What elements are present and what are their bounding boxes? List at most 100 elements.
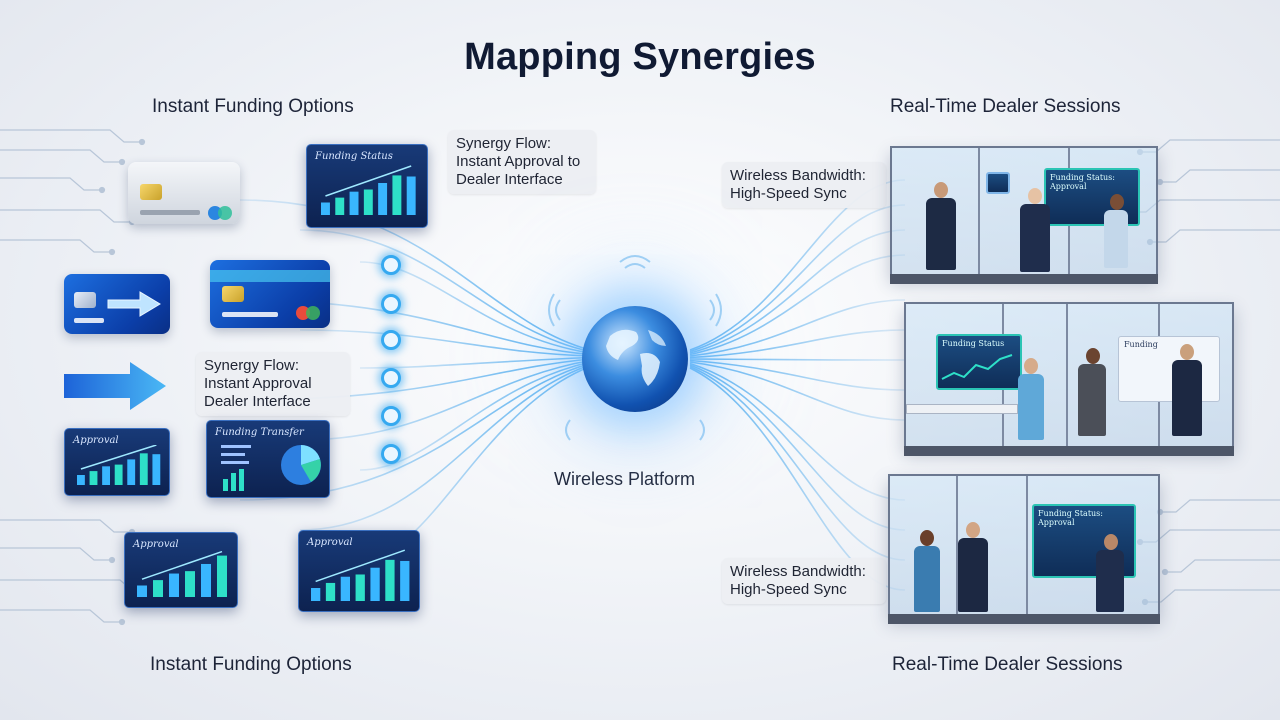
chart-bar — [363, 189, 373, 215]
circuit-trace — [0, 177, 100, 191]
card-chip-icon — [74, 292, 96, 308]
synergy-flow-callout-top: Synergy Flow: Instant Approval to Dealer… — [448, 130, 596, 194]
room-screen: Funding Status — [936, 334, 1022, 390]
callout-line: Synergy Flow: — [456, 135, 552, 152]
flow-line — [299, 364, 591, 531]
left-bottom-label: Instant Funding Options — [150, 654, 352, 675]
blue-transfer-card — [64, 274, 170, 334]
circuit-trace — [1142, 529, 1280, 543]
circuit-trace — [0, 239, 110, 253]
card-number — [74, 318, 104, 323]
chart-bar — [406, 176, 416, 215]
approval-panel-mid: Approval — [64, 428, 170, 496]
chart-bar — [217, 555, 227, 597]
circuit-trace — [1167, 559, 1280, 573]
board-title: Funding — [1124, 340, 1158, 349]
circuit-trace — [1152, 229, 1280, 243]
screen-title: Funding Status — [942, 339, 1005, 348]
flow-line — [689, 229, 906, 354]
synergy-flow-callout-mid: Synergy Flow: Instant Approval Dealer In… — [196, 352, 350, 416]
bar-chart-graphic — [321, 165, 416, 215]
circuit-dot — [138, 138, 146, 146]
flow-line — [299, 359, 591, 441]
funding-status-panel: Funding Status — [306, 144, 428, 228]
flow-node — [381, 444, 401, 464]
flow-node — [381, 406, 401, 426]
chart-bar — [392, 175, 402, 215]
panel-title: Funding Transfer — [215, 427, 304, 438]
desk — [906, 404, 1018, 414]
circuit-trace — [1162, 499, 1280, 513]
flow-line — [689, 299, 906, 357]
continents-graphic — [606, 329, 666, 386]
chart-bar — [102, 466, 110, 485]
silver-credit-card — [128, 162, 240, 224]
wireless-bandwidth-callout-top: Wireless Bandwidth: High-Speed Sync — [722, 162, 886, 208]
flow-node — [381, 368, 401, 388]
chart-bar — [321, 202, 330, 215]
chart-bar — [340, 576, 350, 601]
panel-title: Approval — [307, 537, 353, 548]
flow-line — [689, 361, 906, 421]
flow-line — [359, 361, 591, 471]
card-chip-icon — [140, 184, 162, 200]
chart-bar — [311, 588, 321, 601]
chart-bar — [77, 475, 85, 485]
line-chart-graphic — [941, 354, 1013, 380]
trend-line — [325, 165, 412, 197]
flow-line — [689, 362, 906, 501]
screen-title: Funding Status: Approval — [1050, 173, 1115, 191]
chart-bar — [139, 453, 148, 485]
panel-title: Approval — [133, 539, 179, 550]
screen-title: Funding Status: Approval — [1038, 509, 1103, 527]
wall-board: Funding — [1118, 336, 1220, 402]
chart-bar — [378, 183, 388, 215]
circuit-dot — [118, 158, 126, 166]
dealer-room-middle: Funding Status Funding — [904, 302, 1234, 456]
chart-bar — [153, 580, 163, 597]
circuit-trace — [0, 209, 130, 223]
circuit-trace — [0, 519, 130, 533]
pie-chart-graphic — [221, 445, 321, 491]
trend-line — [141, 551, 223, 580]
big-arrow-icon — [64, 362, 166, 410]
blue-credit-card — [210, 260, 330, 328]
funding-transfer-panel: Funding Transfer — [206, 420, 330, 498]
arrow-right-icon — [107, 291, 161, 317]
flow-line — [299, 229, 591, 353]
circuit-dot — [1161, 568, 1169, 576]
trend-line — [80, 445, 157, 470]
chart-bar — [169, 573, 179, 597]
flow-node — [381, 255, 401, 275]
circuit-dot — [108, 248, 116, 256]
circuit-trace — [1162, 169, 1280, 183]
dealer-room-bottom: Funding Status: Approval — [888, 474, 1160, 624]
callout-line: High-Speed Sync — [730, 581, 847, 598]
flow-node — [381, 294, 401, 314]
card-number — [140, 210, 200, 215]
right-top-label: Real-Time Dealer Sessions — [890, 96, 1121, 117]
chart-bar — [400, 560, 410, 601]
chart-bar — [89, 471, 98, 485]
flow-line — [359, 356, 591, 369]
panel-title: Funding Status — [315, 151, 393, 162]
chart-bar — [370, 567, 380, 601]
callout-line: High-Speed Sync — [730, 185, 847, 202]
callout-line: Instant Approval to — [456, 153, 581, 170]
callout-line: Wireless Bandwidth: — [730, 563, 866, 580]
panel-title: Approval — [73, 435, 119, 446]
flow-line — [689, 365, 906, 561]
circuit-dot — [108, 556, 116, 564]
bar-chart-graphic — [137, 551, 227, 597]
trend-line — [315, 549, 406, 583]
circuit-dot — [1156, 178, 1164, 186]
chart-bar — [355, 574, 365, 601]
cloud-icon — [986, 172, 1010, 194]
card-number — [222, 312, 278, 317]
chart-bar — [152, 454, 161, 485]
callout-line: Instant Approval — [204, 375, 312, 392]
flow-line — [299, 329, 591, 357]
circuit-trace — [0, 149, 120, 163]
globe-icon — [582, 306, 688, 412]
chart-bar — [185, 571, 195, 597]
